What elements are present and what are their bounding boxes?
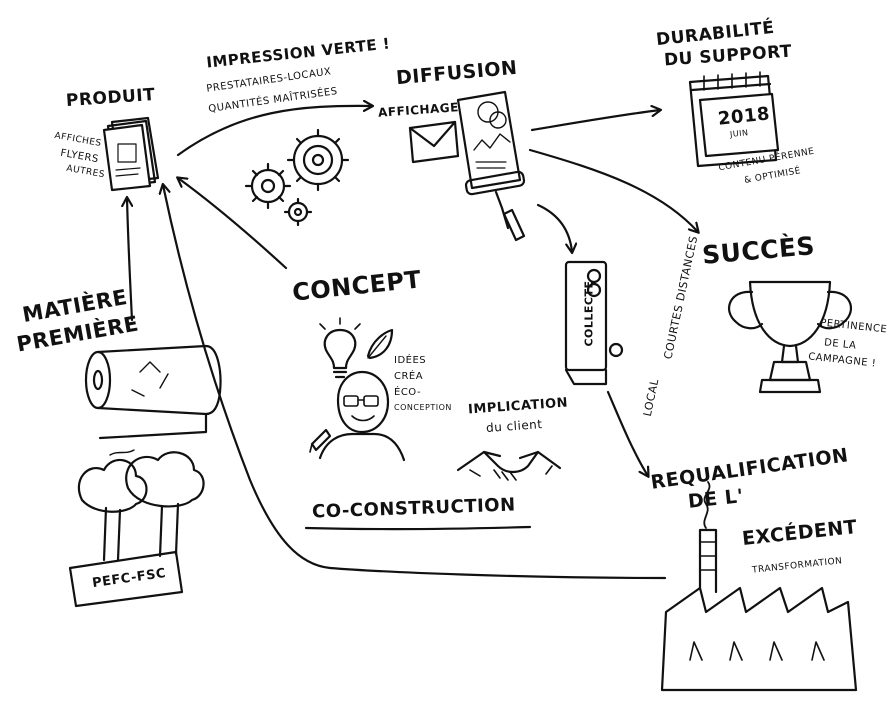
arrow-diffusion-to-succes xyxy=(528,148,698,232)
arrows xyxy=(127,106,698,580)
lightbulb-icon xyxy=(319,317,361,379)
factory-icon xyxy=(660,481,858,692)
gears-icon xyxy=(244,128,350,227)
arrow-produit-to-diffusion xyxy=(176,106,372,157)
trees-icon xyxy=(77,449,205,562)
paper-roll-icon xyxy=(84,344,222,440)
handshake-icon xyxy=(456,450,562,481)
pefc-fsc-label-box xyxy=(68,550,184,608)
collecte-truck-label: COLLECTE xyxy=(582,280,596,347)
affichage-icon xyxy=(408,90,526,242)
arrow-concept-to-produit xyxy=(178,178,288,270)
trophy-icon xyxy=(728,280,852,394)
concept-idea-conception: CONCEPTION xyxy=(394,403,452,412)
leaf-icon xyxy=(366,328,394,360)
implication-client: du client xyxy=(485,417,543,435)
concept-idea-idees: IDÉES xyxy=(394,355,427,366)
arrow-requalification-to-produit xyxy=(163,185,667,580)
arrow-diffusion-to-collecte xyxy=(536,203,572,252)
arrow-matiere-to-produit xyxy=(127,198,132,322)
calendar-icon xyxy=(688,71,780,168)
concept-idea-crea: CRÉA xyxy=(394,371,424,382)
arrow-collecte-to-requalification xyxy=(606,390,648,476)
collecte-truck-icon xyxy=(564,260,624,386)
coconstruction-underline xyxy=(304,525,532,531)
concept-idea-eco: ÉCO- xyxy=(394,387,422,398)
arrow-diffusion-to-durabilite xyxy=(530,110,660,132)
designer-person-icon xyxy=(309,370,406,462)
produit-papers-icon xyxy=(102,116,160,192)
